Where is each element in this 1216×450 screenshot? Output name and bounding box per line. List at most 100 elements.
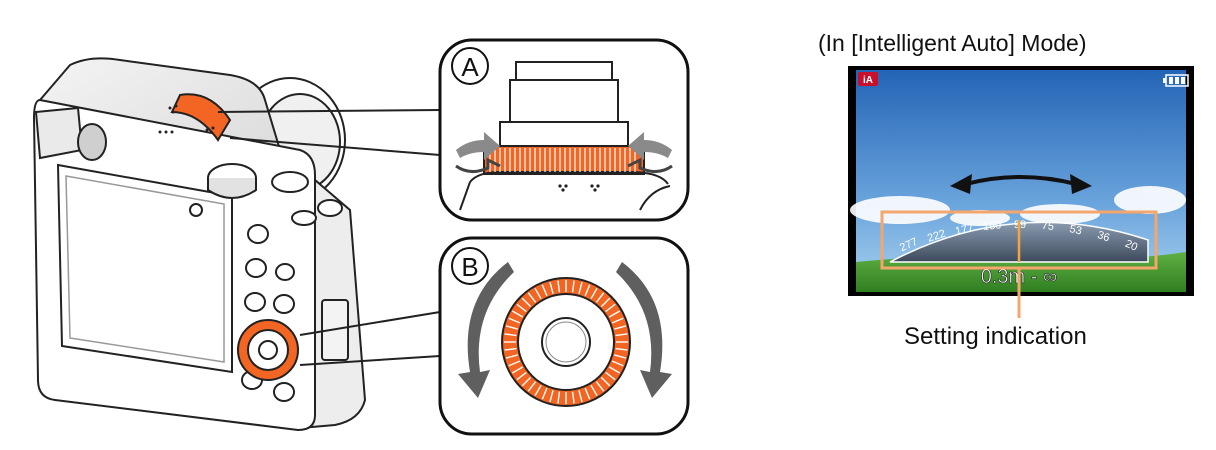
lens-barrel-base — [499, 121, 629, 147]
dial-ridge — [527, 381, 537, 392]
dial-ridge — [584, 387, 591, 400]
dial-ridge — [541, 387, 548, 400]
inset-b-panel: B — [438, 236, 690, 436]
lens-barrel-mid — [509, 79, 619, 123]
dial-ridge — [557, 391, 561, 404]
dial-ridge — [534, 384, 542, 397]
dial-ridge — [516, 371, 527, 381]
camera-illustration — [32, 57, 367, 432]
dial-ridge — [615, 333, 628, 337]
scale-tick-label: 177 — [954, 222, 974, 238]
mic-holes — [158, 104, 215, 134]
dial-ridge — [541, 284, 548, 297]
scale-tick-label: 36 — [1096, 229, 1111, 244]
right-arrow-tail — [627, 157, 673, 173]
dial-ridge — [549, 281, 554, 294]
marker-b-circle — [451, 247, 489, 285]
ia-mode-label: iA — [863, 75, 873, 86]
left-arrow-tail — [455, 157, 501, 173]
rotation-arrows-a — [455, 132, 673, 173]
dial-ridge — [571, 280, 575, 293]
dial-ridge — [505, 354, 518, 359]
dial-ridge — [608, 366, 621, 374]
dial-ridge — [578, 281, 583, 294]
af-assist-hole — [189, 203, 203, 217]
dial-ridge — [557, 280, 561, 293]
leader-line-b-bottom — [299, 355, 441, 366]
inset-a-panel: A — [438, 38, 690, 222]
dial-ridge — [508, 317, 521, 324]
screen-mode-caption: (In [Intelligent Auto] Mode) — [818, 30, 1087, 56]
mode-dial-side — [207, 178, 257, 199]
left-rotation-arrow-icon — [456, 132, 500, 160]
dial-ridge — [505, 325, 518, 330]
scale-tick-label: 20 — [1123, 238, 1139, 254]
dial-ridge — [521, 297, 532, 308]
dial-ridge — [511, 310, 524, 318]
leader-line-a-bottom — [229, 137, 441, 156]
dial-ridge — [534, 287, 542, 300]
dial-ridge — [508, 360, 521, 367]
lens-barrel-top — [515, 61, 613, 81]
clouds — [850, 186, 1186, 226]
setting-indication-caption: Setting indication — [904, 323, 1087, 350]
top-control-ring — [170, 93, 232, 142]
scale-tick-label: 75 — [1041, 220, 1054, 233]
rear-lcd-inner — [65, 175, 225, 363]
inset-a-dots — [558, 184, 600, 192]
shutter-button — [271, 171, 309, 193]
dial-ridge — [571, 391, 575, 404]
dial-ridge — [584, 284, 591, 297]
lcd-screen: iA 2772221771509975533620 0.3m - ∞ — [848, 66, 1194, 318]
dial-ridge — [611, 317, 624, 324]
marker-b-label: B — [461, 252, 478, 282]
right-rotation-arrow-icon — [628, 132, 672, 160]
dial-ridge — [595, 292, 605, 303]
dial-ridge — [608, 310, 621, 318]
dial-ridge — [590, 287, 598, 300]
scale-tick-label: 222 — [926, 228, 947, 245]
leader-line-b-top — [299, 311, 441, 336]
scale-tick-label: 150 — [982, 219, 1001, 233]
clockwise-arrow-icon — [616, 262, 672, 398]
dial-ridge — [511, 366, 524, 374]
eye-sensor — [77, 123, 107, 161]
dial-ridge — [605, 371, 616, 381]
leader-lines — [217, 109, 441, 366]
adjust-double-arrow-icon — [950, 174, 1092, 194]
marker-a-label: A — [461, 52, 479, 82]
battery-full-icon — [1163, 74, 1189, 87]
counterclockwise-arrow-icon — [458, 262, 514, 398]
power-button — [317, 199, 343, 217]
dial-ridge — [516, 303, 527, 313]
video-button — [291, 210, 317, 226]
dial-ridge — [600, 376, 611, 387]
leader-line-a-top — [217, 109, 441, 113]
scale-tick-labels: 2772221771509975533620 — [898, 219, 1139, 254]
dial-ridge — [521, 376, 532, 387]
dial-ridge — [527, 292, 537, 303]
dial-ridges — [504, 280, 628, 404]
dial-ridge — [504, 347, 517, 351]
dial-ridge — [549, 390, 554, 403]
dial-ridge — [605, 303, 616, 313]
dial-center-button — [541, 317, 591, 367]
viewfinder — [34, 106, 84, 160]
dial-ridge — [590, 384, 598, 397]
dial-ridge — [611, 360, 624, 367]
marker-a-circle — [451, 47, 489, 85]
dial-ridge — [595, 381, 605, 392]
dial-center-button-inner — [545, 321, 587, 363]
dial-ridge — [614, 325, 627, 330]
dial-ridge — [600, 297, 611, 308]
ia-mode-icon — [858, 72, 878, 86]
dial-ridge — [615, 347, 628, 351]
rear-dial-button — [258, 340, 278, 360]
dial-ridge — [614, 354, 627, 359]
rear-lcd — [56, 163, 233, 374]
scale-tick-label: 53 — [1068, 223, 1083, 237]
ring-ridges — [489, 148, 636, 172]
dial-ridge — [504, 333, 517, 337]
dial-ridge — [578, 390, 583, 403]
